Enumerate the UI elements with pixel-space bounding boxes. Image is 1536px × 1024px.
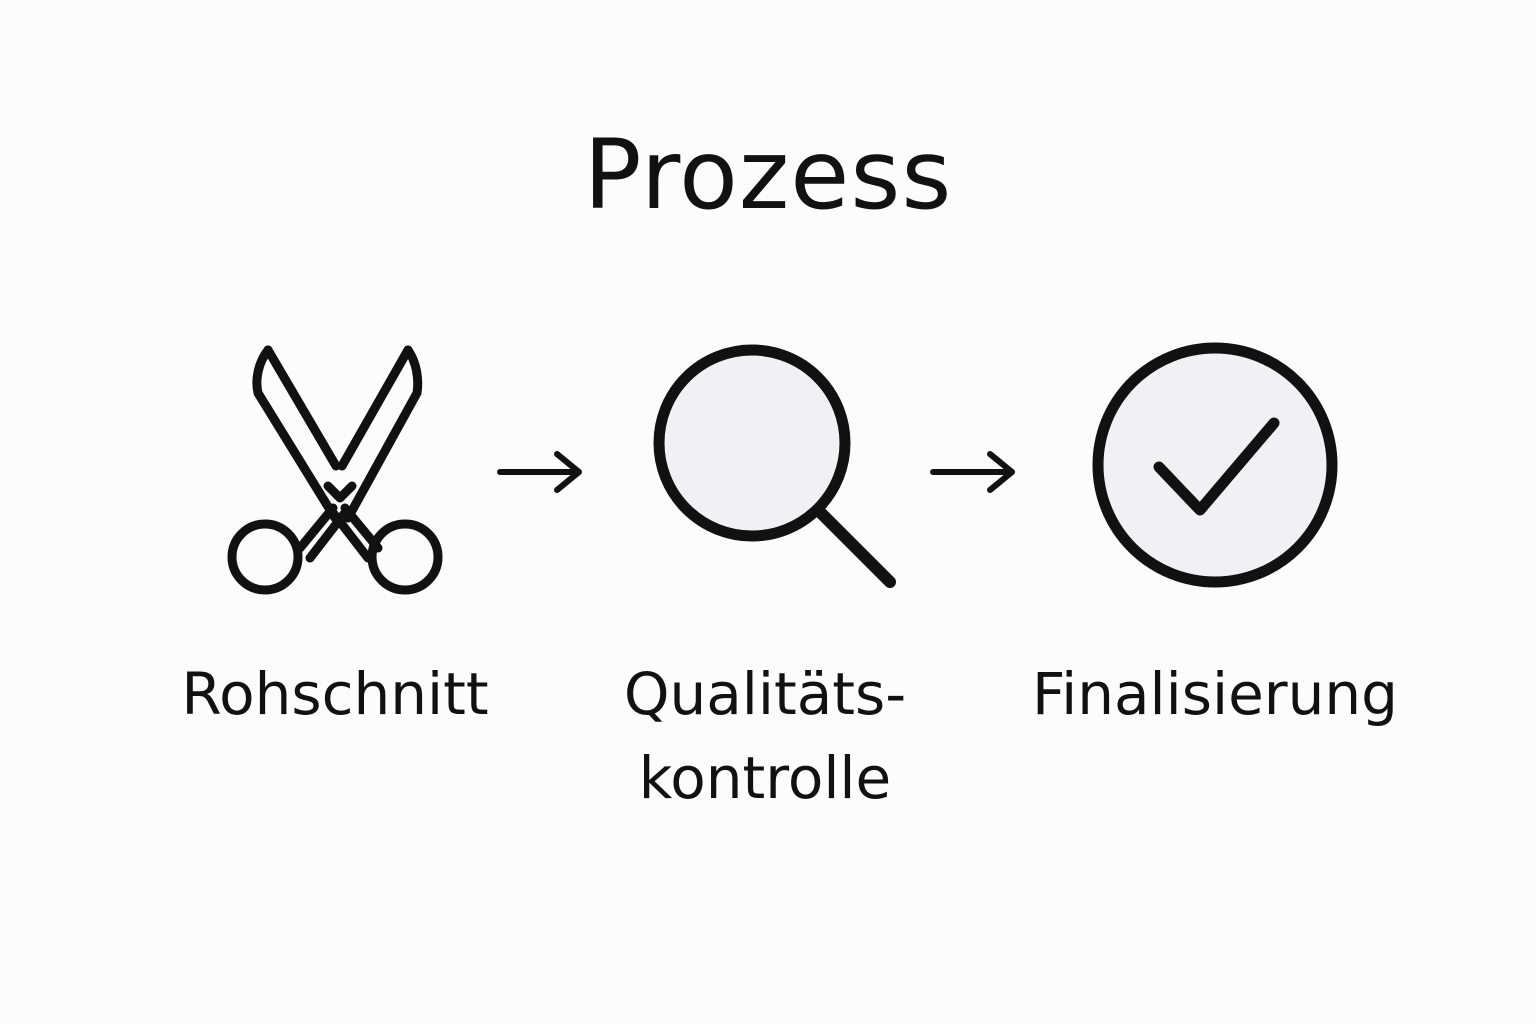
step-label-rohschnitt: Rohschnitt xyxy=(181,660,489,728)
magnifier-icon xyxy=(653,344,896,588)
arrow-right-icon xyxy=(930,451,1015,493)
check-circle-icon xyxy=(1092,342,1338,588)
scissors-icon xyxy=(227,345,443,595)
step-label-finalisierung: Finalisierung xyxy=(1032,660,1398,728)
step-label-qualitaetskontrolle: Qualitäts- kontrolle xyxy=(623,660,907,812)
arrow-right-icon xyxy=(497,451,582,493)
page-title: Prozess xyxy=(583,119,953,231)
